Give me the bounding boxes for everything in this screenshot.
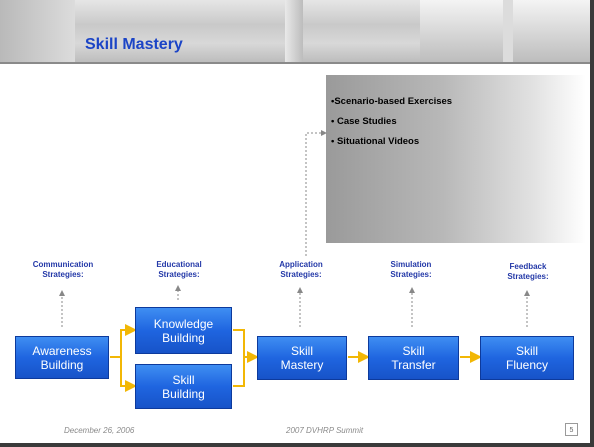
box-label-line: Building bbox=[40, 357, 84, 372]
strategy-label-line: Communication bbox=[32, 260, 94, 269]
bullet-panel: •Scenario-based Exercises • Case Studies… bbox=[326, 75, 586, 243]
box-label-line: Skill bbox=[402, 344, 425, 358]
strategy-label-line: Educational bbox=[156, 260, 202, 269]
box-label-line: Mastery bbox=[280, 358, 324, 372]
skill-fluency-box: Skill Fluency bbox=[480, 336, 574, 380]
flow-arrow bbox=[233, 357, 245, 387]
strategy-label-educational: Educational Strategies: bbox=[134, 260, 224, 280]
bullet-item: • Case Studies bbox=[331, 116, 397, 127]
box-label-line: Building bbox=[162, 386, 205, 401]
strategy-label-line: Strategies: bbox=[158, 270, 200, 279]
box-label-line: Knowledge bbox=[153, 316, 214, 331]
footer-event: 2007 DVHRP Summit bbox=[286, 426, 364, 435]
strategy-label-line: Simulation bbox=[390, 260, 432, 269]
box-label-line: Transfer bbox=[391, 358, 436, 372]
header-decoration bbox=[285, 0, 303, 62]
box-label-line: Skill bbox=[290, 344, 313, 358]
slide-border-bottom bbox=[0, 443, 594, 447]
awareness-building-box: Awareness Building bbox=[15, 336, 109, 379]
header-decoration bbox=[0, 0, 75, 62]
skill-building-box: Skill Building bbox=[135, 364, 232, 409]
slide-border-right bbox=[590, 0, 594, 447]
strategy-label-application: Application Strategies: bbox=[256, 260, 346, 280]
strategy-label-line: Strategies: bbox=[42, 270, 84, 279]
strategy-label-communication: Communication Strategies: bbox=[18, 260, 108, 280]
bullet-item: •Scenario-based Exercises bbox=[331, 96, 453, 107]
strategy-label-feedback: Feedback Strategies: bbox=[483, 262, 573, 282]
knowledge-building-box: Knowledge Building bbox=[135, 307, 232, 354]
page-number: 5 bbox=[565, 423, 578, 436]
box-label-line: Skill bbox=[172, 372, 195, 387]
box-label-line: Awareness bbox=[32, 343, 92, 358]
box-label-line: Building bbox=[162, 330, 205, 345]
title-divider bbox=[0, 62, 590, 64]
header-banner: Skill Mastery bbox=[0, 0, 590, 63]
box-label-line: Fluency bbox=[505, 358, 549, 372]
header-decoration bbox=[503, 0, 513, 62]
skill-mastery-box: Skill Mastery bbox=[257, 336, 347, 380]
footer-date: December 26, 2006 bbox=[64, 426, 135, 435]
strategy-label-line: Strategies: bbox=[390, 270, 432, 279]
skill-transfer-box: Skill Transfer bbox=[368, 336, 459, 380]
strategy-label-line: Strategies: bbox=[280, 270, 322, 279]
box-label-line: Skill bbox=[515, 344, 538, 358]
slide-title: Skill Mastery bbox=[85, 36, 183, 53]
flow-arrow bbox=[110, 324, 137, 358]
strategy-label-line: Strategies: bbox=[507, 272, 549, 281]
strategy-label-line: Feedback bbox=[509, 262, 547, 271]
flow-arrow bbox=[233, 329, 259, 363]
bullet-item: • Situational Videos bbox=[331, 136, 420, 147]
flow-arrow bbox=[120, 357, 137, 392]
dashed-connector bbox=[305, 130, 327, 256]
strategy-label-simulation: Simulation Strategies: bbox=[366, 260, 456, 280]
strategy-label-line: Application bbox=[279, 260, 323, 269]
